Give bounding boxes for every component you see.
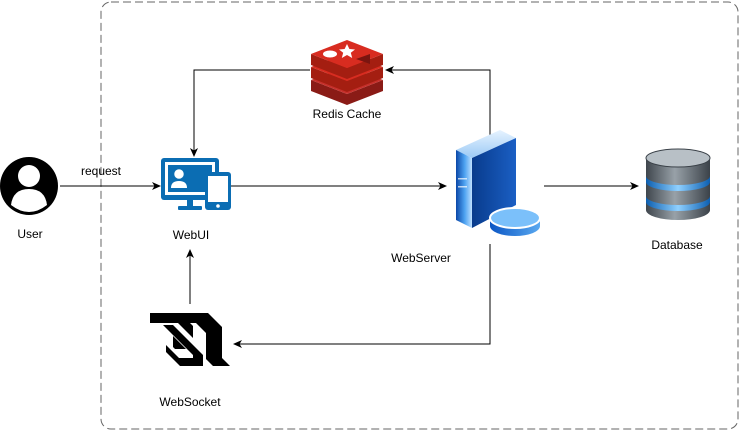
edge-redis-to-webui: [190, 69, 310, 157]
node-redis[interactable]: Redis Cache: [311, 40, 383, 121]
edge-webserver-to-redis: [385, 66, 491, 142]
edge-webserver-to-websocket: [233, 244, 491, 348]
node-label-webserver: WebServer: [391, 251, 451, 265]
websocket-icon: [150, 313, 230, 366]
system-boundary: [100, 1, 739, 430]
edge-label-request: request: [81, 164, 122, 178]
node-webserver[interactable]: WebServer: [391, 130, 541, 265]
database-icon: [645, 148, 711, 220]
node-webui[interactable]: WebUI: [161, 158, 231, 242]
node-user[interactable]: User: [0, 157, 58, 241]
node-database[interactable]: Database: [645, 148, 711, 252]
user-icon: [0, 157, 58, 215]
node-label-database: Database: [651, 238, 703, 252]
redis-icon: [311, 40, 383, 105]
node-label-webui: WebUI: [173, 228, 209, 242]
node-label-user: User: [17, 227, 42, 241]
node-label-websocket: WebSocket: [159, 395, 221, 409]
server-icon: [456, 130, 541, 236]
monitor-devices-icon: [161, 158, 231, 210]
edges: [60, 66, 639, 348]
node-label-redis: Redis Cache: [313, 107, 382, 121]
node-websocket[interactable]: WebSocket: [150, 313, 230, 409]
